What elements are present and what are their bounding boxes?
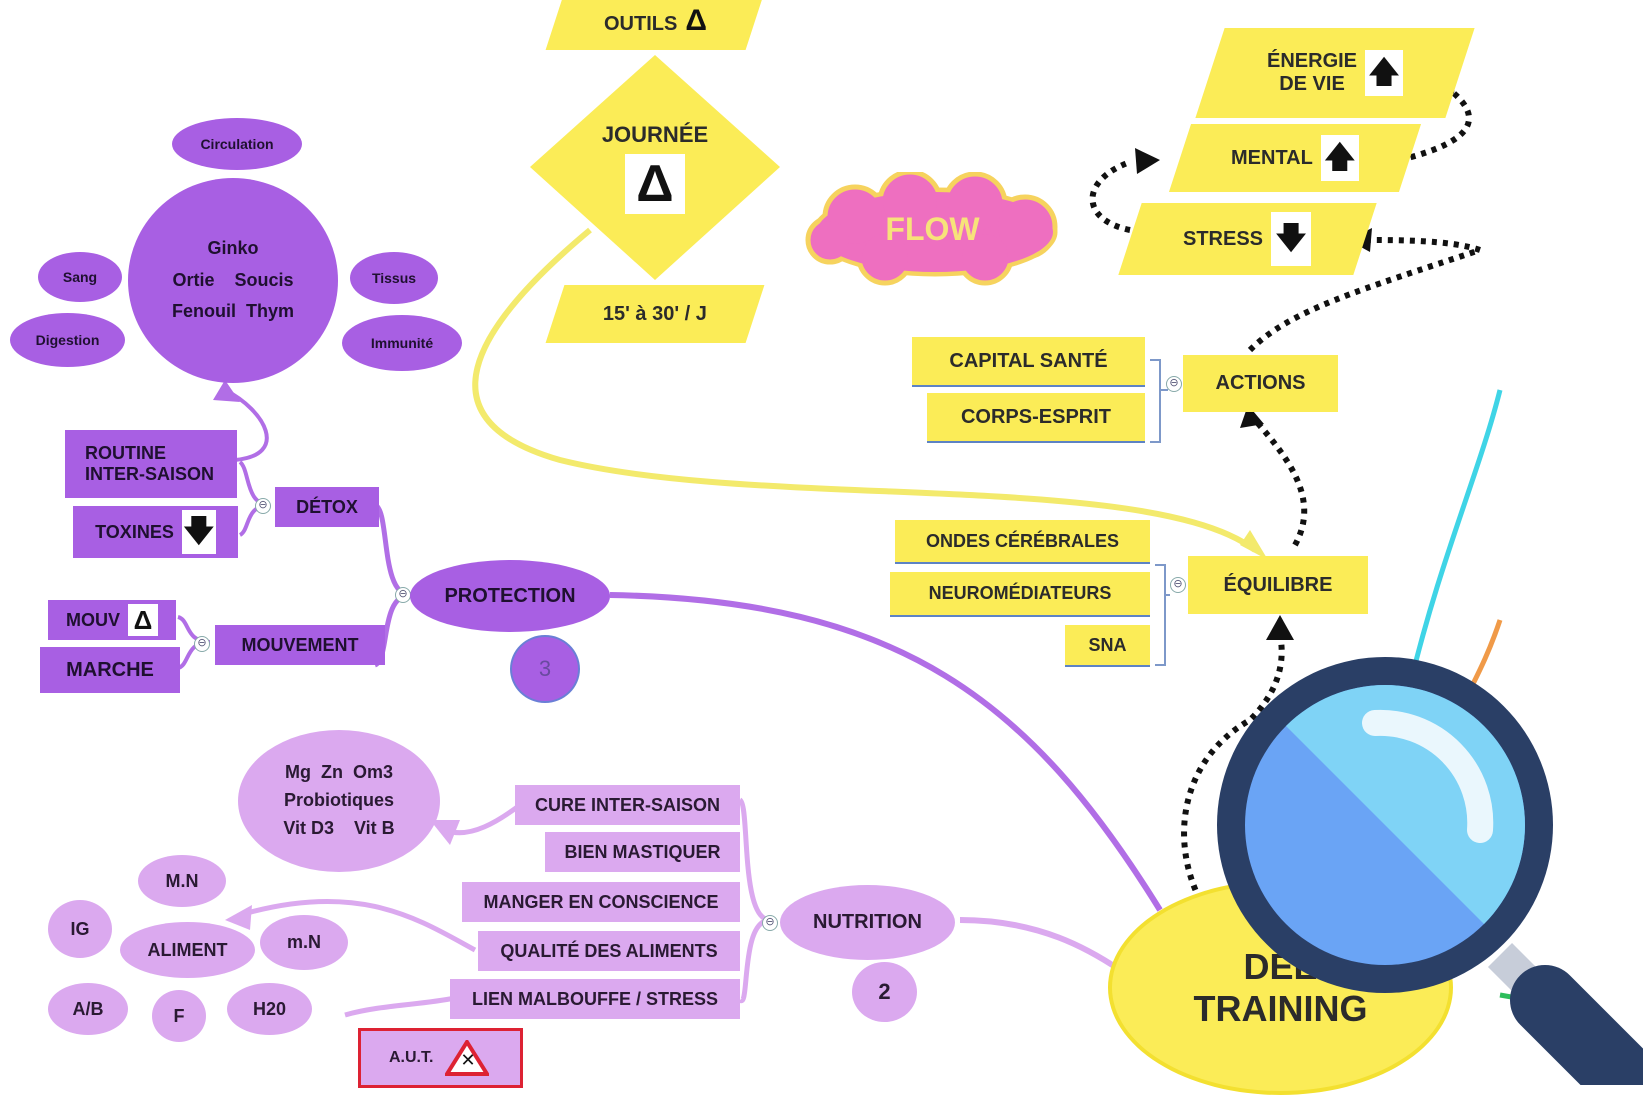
ig-node[interactable]: IG (48, 900, 112, 958)
arrow-up-icon: 🡅 (1320, 135, 1359, 181)
stress-node[interactable]: STRESS 🡇 (1118, 203, 1377, 275)
duree-label: 15' à 30' / J (602, 302, 708, 325)
manger-en-conscience-node[interactable]: MANGER EN CONSCIENCE (462, 882, 740, 922)
herb-ortie: Ortie (172, 269, 215, 290)
sna-node[interactable]: SNA (1065, 625, 1150, 667)
supplements-node[interactable]: Mg Zn Om3 Probiotiques Vit D3 Vit B (238, 730, 440, 872)
collapse-icon[interactable]: ⊖ (1170, 577, 1186, 593)
supplement-line-3: Vit D3 Vit B (283, 817, 395, 838)
delta-icon: Δ (624, 153, 685, 214)
journee-label: JOURNÉE (601, 121, 709, 147)
flow-cloud[interactable]: FLOW (785, 172, 1080, 287)
mn-lower-node[interactable]: m.N (260, 915, 348, 970)
actions-node[interactable]: ACTIONS (1183, 355, 1338, 412)
toxines-label: TOXINES (95, 521, 174, 542)
collapse-icon[interactable]: ⊖ (395, 587, 411, 603)
collapse-icon[interactable]: ⊖ (762, 915, 778, 931)
detox-node[interactable]: DÉTOX (275, 487, 379, 527)
mouv-label: MOUV (66, 609, 120, 630)
cure-inter-saison-node[interactable]: CURE INTER-SAISON (515, 785, 740, 825)
mouv-node[interactable]: MOUV Δ (48, 600, 176, 640)
collapse-icon[interactable]: ⊖ (1166, 376, 1182, 392)
ab-node[interactable]: A/B (48, 983, 128, 1035)
herbs-circle[interactable]: Ginko Ortie Soucis Fenouil Thym (128, 178, 338, 383)
outils-label: OUTILS (603, 13, 677, 35)
energie-label-1: ÉNERGIE (1266, 50, 1358, 72)
aut-label: A.U.T. (389, 1049, 434, 1066)
magnifier-icon (1215, 655, 1643, 1095)
neuromediateurs-node[interactable]: NEUROMÉDIATEURS (890, 572, 1150, 617)
herb-fenouil: Fenouil (171, 301, 236, 322)
circulation-node[interactable]: Circulation (172, 118, 302, 170)
f-node[interactable]: F (152, 990, 206, 1042)
collapse-icon[interactable]: ⊖ (194, 636, 210, 652)
duree-node[interactable]: 15' à 30' / J (545, 285, 765, 343)
digestion-node[interactable]: Digestion (10, 313, 125, 367)
energie-label-2: DE VIE (1279, 73, 1345, 95)
qualite-des-aliments-node[interactable]: QUALITÉ DES ALIMENTS (478, 931, 740, 971)
stress-label: STRESS (1183, 227, 1264, 250)
capital-sante-node[interactable]: CAPITAL SANTÉ (912, 337, 1145, 387)
protection-node[interactable]: PROTECTION (410, 560, 610, 632)
nutrition-node[interactable]: NUTRITION (780, 885, 955, 960)
center-label-2: TRAINING (1193, 987, 1368, 1029)
supplement-line-2: Probiotiques (283, 790, 394, 811)
routine-label-1: ROUTINE (85, 443, 166, 463)
toxines-node[interactable]: TOXINES 🡇 (73, 506, 238, 558)
herb-thym: Thym (246, 301, 295, 322)
lien-malbouffe-stress-node[interactable]: LIEN MALBOUFFE / STRESS (450, 979, 740, 1019)
collapse-icon[interactable]: ⊖ (255, 498, 271, 514)
routine-inter-saison-node[interactable]: ROUTINE INTER-SAISON (65, 430, 237, 498)
ondes-cerebrales-node[interactable]: ONDES CÉRÉBRALES (895, 520, 1150, 564)
corps-esprit-node[interactable]: CORPS-ESPRIT (927, 393, 1145, 443)
bien-mastiquer-node[interactable]: BIEN MASTIQUER (545, 832, 740, 872)
tissus-node[interactable]: Tissus (350, 252, 438, 304)
delta-icon: Δ (128, 604, 158, 636)
flow-label: FLOW (885, 211, 980, 247)
sang-node[interactable]: Sang (38, 252, 122, 302)
mental-node[interactable]: MENTAL 🡅 (1168, 124, 1422, 192)
herb-ginko: Ginko (207, 238, 259, 259)
warning-icon: ✕ (445, 1040, 490, 1076)
routine-label-2: INTER-SAISON (85, 464, 215, 484)
mn-upper-node[interactable]: M.N (138, 855, 226, 907)
cloud-shape (805, 172, 1058, 286)
immunite-node[interactable]: Immunité (342, 315, 462, 371)
aliment-node[interactable]: ALIMENT (120, 922, 255, 978)
h20-node[interactable]: H20 (227, 983, 312, 1035)
herb-soucis: Soucis (234, 269, 294, 290)
outils-node[interactable]: OUTILS Δ (545, 0, 765, 50)
arrow-down-icon: 🡇 (181, 510, 216, 554)
mouvement-node[interactable]: MOUVEMENT (215, 625, 385, 665)
aut-node[interactable]: A.U.T. ✕ (358, 1028, 523, 1088)
protection-number-badge: 3 (510, 635, 580, 703)
arrow-up-icon: 🡅 (1365, 50, 1404, 96)
arrow-down-icon: 🡇 (1271, 212, 1312, 266)
nutrition-number-badge: 2 (852, 962, 917, 1022)
mental-label: MENTAL (1231, 146, 1313, 169)
equilibre-node[interactable]: ÉQUILIBRE (1188, 556, 1368, 614)
journee-node[interactable]: JOURNÉE Δ (530, 55, 780, 280)
marche-node[interactable]: MARCHE (40, 647, 180, 693)
delta-icon: Δ (684, 4, 707, 37)
supplement-line-1: Mg Zn Om3 (285, 762, 393, 783)
